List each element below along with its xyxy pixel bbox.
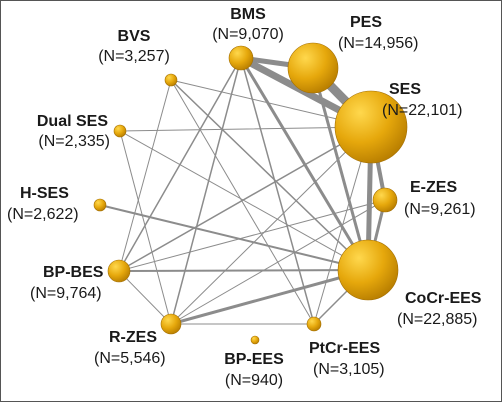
node-count-bp-ees: (N=940)	[225, 372, 283, 389]
node-count-r-zes: (N=5,546)	[94, 350, 166, 367]
edge-rzes-ses	[170, 126, 372, 325]
edge-rzes-cocrees	[169, 268, 370, 326]
label-ptcr-ees: PtCr-EES (N=3,105)	[309, 340, 385, 378]
node-name-r-zes: R-ZES	[109, 329, 157, 346]
label-bms: BMS (N=9,070)	[212, 6, 284, 43]
edge-bpbes-cocrees	[118, 269, 369, 272]
node-name-bp-ees: BP-EES	[224, 351, 284, 368]
edge-dualses-rzes	[119, 130, 172, 325]
node-count-e-zes: (N=9,261)	[404, 201, 476, 218]
node-count-h-ses: (N=2,622)	[7, 206, 79, 223]
node-name-pes: PES	[350, 14, 382, 31]
edge-dualses-ses	[119, 126, 372, 132]
edge-rzes-ezes	[170, 199, 386, 325]
edge-bms-cocrees	[239, 56, 370, 272]
node-count-bms: (N=9,070)	[212, 26, 284, 43]
node-name-e-zes: E-ZES	[410, 179, 457, 196]
node-count-ptcr-ees: (N=3,105)	[313, 361, 385, 378]
node-ezes	[372, 187, 398, 213]
edge-pes-cocrees	[311, 66, 370, 272]
edge-bms-rzes	[170, 57, 242, 325]
label-bp-ees: BP-EES (N=940)	[224, 351, 284, 389]
node-bms	[228, 45, 254, 71]
node-name-bp-bes: BP-BES	[43, 264, 104, 281]
node-count-pes: (N=14,956)	[338, 35, 419, 52]
label-cocr-ees: CoCr-EES (N=22,885)	[397, 290, 482, 328]
edge-bms-ptcrees	[240, 57, 315, 325]
node-name-bvs: BVS	[118, 28, 151, 45]
label-ses: SES (N=22,101)	[382, 81, 463, 119]
node-name-cocr-ees: CoCr-EES	[405, 290, 482, 307]
label-pes: PES (N=14,956)	[338, 14, 419, 52]
node-count-bp-bes: (N=9,764)	[30, 285, 102, 302]
node-name-ses: SES	[389, 81, 421, 98]
node-count-dual-ses: (N=2,335)	[38, 133, 110, 150]
node-name-h-ses: H-SES	[20, 185, 69, 202]
node-bpees	[250, 335, 260, 345]
label-e-zes: E-ZES (N=9,261)	[404, 179, 476, 218]
label-dual-ses: Dual SES (N=2,335)	[37, 113, 110, 150]
edge-bvs-cocrees	[170, 79, 369, 271]
edge-bvs-bpbes	[118, 79, 172, 272]
label-bp-bes: BP-BES (N=9,764)	[30, 264, 104, 302]
node-name-ptcr-ees: PtCr-EES	[309, 340, 380, 357]
node-bvs	[164, 73, 178, 87]
node-name-bms: BMS	[230, 6, 266, 23]
node-rzes	[160, 313, 182, 335]
node-count-cocr-ees: (N=22,885)	[397, 311, 478, 328]
edge-bvs-ptcrees	[170, 79, 315, 325]
edge-bpbes-ezes	[118, 199, 386, 272]
node-bpbes	[107, 259, 131, 283]
node-ptcrees	[306, 316, 322, 332]
node-pes	[287, 42, 339, 94]
edge-hses-cocrees	[99, 204, 369, 271]
node-hses	[93, 198, 107, 212]
edge-bpbes-rzes	[118, 270, 172, 325]
nodes-layer	[93, 42, 408, 345]
node-ses	[334, 90, 408, 164]
label-bvs: BVS (N=3,257)	[98, 28, 170, 65]
edge-bpbes-ses	[118, 126, 372, 272]
node-cocrees	[337, 239, 399, 301]
node-count-ses: (N=22,101)	[382, 102, 463, 119]
label-h-ses: H-SES (N=2,622)	[7, 185, 79, 223]
node-dualses	[113, 124, 127, 138]
node-count-bvs: (N=3,257)	[98, 48, 170, 65]
label-r-zes: R-ZES (N=5,546)	[94, 329, 166, 367]
node-name-dual-ses: Dual SES	[37, 113, 108, 130]
edge-dualses-cocrees	[119, 130, 369, 271]
